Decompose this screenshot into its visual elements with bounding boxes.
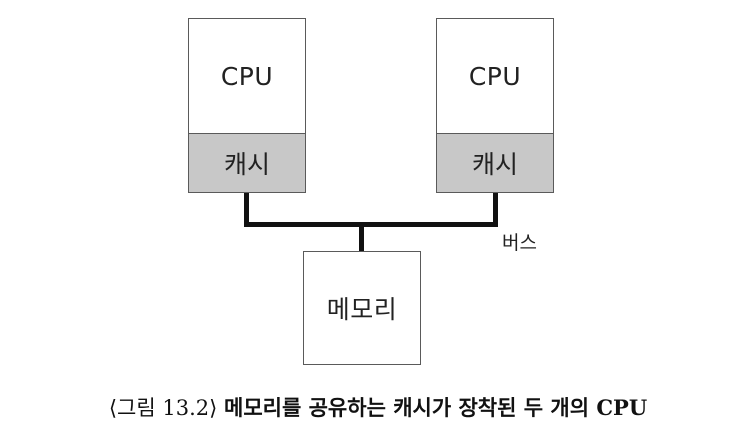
memory-label: 메모리 xyxy=(326,295,398,324)
cache-box-right: 캐시 xyxy=(436,133,554,193)
cpu-label-left: CPU xyxy=(220,61,274,91)
bus-drop-memory xyxy=(359,222,364,252)
cache-label-right: 캐시 xyxy=(471,150,518,179)
cpu-box-left: CPU xyxy=(188,18,306,134)
bus-drop-right xyxy=(493,193,498,227)
memory-box: 메모리 xyxy=(303,251,421,365)
figure-title: 메모리를 공유하는 캐시가 장착된 두 개의 CPU xyxy=(224,395,648,420)
bus-horizontal xyxy=(244,222,498,227)
figure-caption: ⟨그림 13.2⟩ 메모리를 공유하는 캐시가 장착된 두 개의 CPU xyxy=(0,392,756,422)
bus-drop-left xyxy=(244,193,249,227)
cache-label-left: 캐시 xyxy=(223,150,270,179)
bus-label: 버스 xyxy=(502,232,537,254)
cache-box-left: 캐시 xyxy=(188,133,306,193)
figure-number: ⟨그림 13.2⟩ xyxy=(108,396,218,420)
cpu-box-right: CPU xyxy=(436,18,554,134)
cpu-label-right: CPU xyxy=(468,61,522,91)
